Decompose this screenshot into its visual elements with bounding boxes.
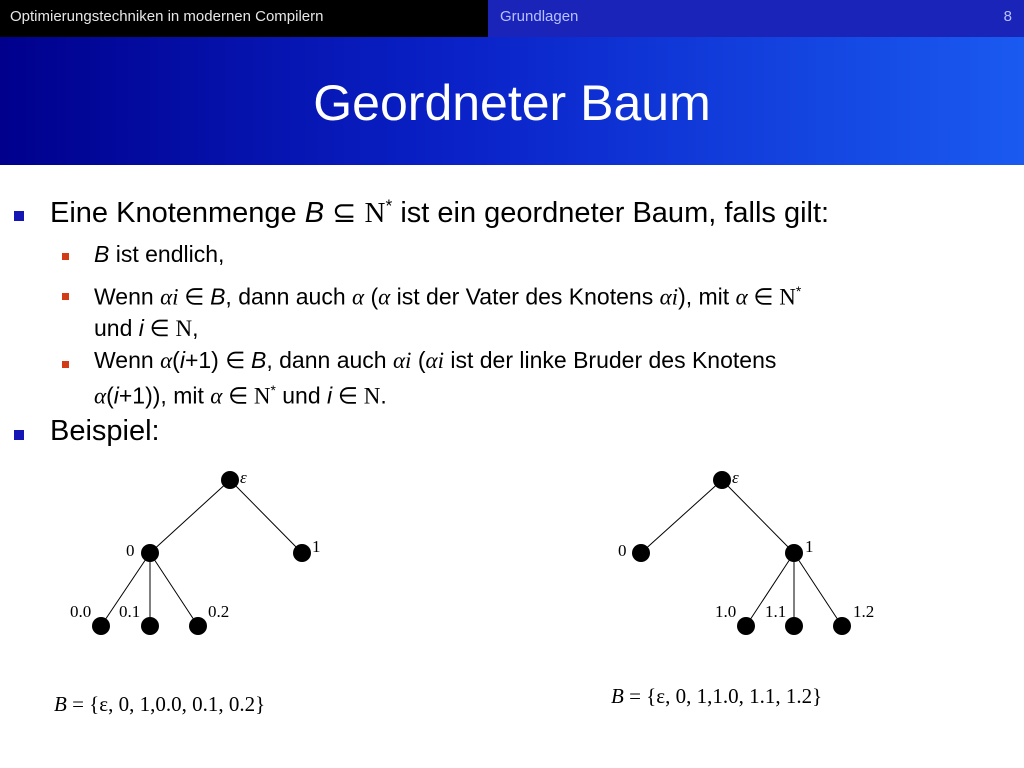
tree2-label-0: 0 — [618, 541, 627, 560]
course-title: Optimierungstechniken in modernen Compil… — [0, 0, 488, 37]
definition-line: Eine Knotenmenge B ⊆ N* ist ein geordnet… — [50, 195, 830, 229]
tree2-node-1-1 — [785, 617, 803, 635]
title-bar: Geordneter Baum — [0, 37, 1024, 165]
tree2-nodes — [632, 471, 851, 635]
tree1-node-0 — [141, 544, 159, 562]
tree2-label-1-2: 1.2 — [853, 602, 874, 621]
tree2-node-1-2 — [833, 617, 851, 635]
tree2-node-1-0 — [737, 617, 755, 635]
tree1-node-0-1 — [141, 617, 159, 635]
section-bar: Grundlagen 8 — [488, 0, 1024, 37]
tree2-labels: ε 0 1 1.0 1.1 1.2 — [618, 468, 874, 621]
tree2-label-1-1: 1.1 — [765, 602, 786, 621]
condition-finite: B ist endlich, — [94, 241, 225, 267]
sub-bullet-marker — [62, 293, 69, 300]
top-bar: Optimierungstechniken in modernen Compil… — [0, 0, 1024, 37]
slide-title: Geordneter Baum — [313, 75, 711, 131]
condition-parent: Wenn αi ∈ B, dann auch α (α ist der Vate… — [94, 283, 802, 341]
bullet-marker — [14, 430, 24, 440]
tree2-node-1 — [785, 544, 803, 562]
sub-bullet-marker — [62, 253, 69, 260]
tree2-node-root — [713, 471, 731, 489]
tree1-edges — [100, 479, 303, 627]
tree2-label-1: 1 — [805, 537, 814, 556]
tree1-label-0-0: 0.0 — [70, 602, 91, 621]
tree1-label-0-1: 0.1 — [119, 602, 140, 621]
tree1-labels: ε 0 1 0.0 0.1 0.2 — [70, 468, 321, 621]
tree2-label-1-0: 1.0 — [715, 602, 736, 621]
tree1-label-1: 1 — [312, 537, 321, 556]
condition-sibling: Wenn α(i+1) ∈ B, dann auch αi (αi ist de… — [94, 347, 777, 409]
tree1-set: B = {ε, 0, 1,0.0, 0.1, 0.2} — [54, 692, 266, 716]
example-heading: Beispiel: — [50, 415, 160, 447]
section-title: Grundlagen — [500, 8, 579, 25]
sub-bullet-marker — [62, 361, 69, 368]
bullet-marker — [14, 211, 24, 221]
tree1-node-root — [221, 471, 239, 489]
tree2-edges — [640, 479, 843, 627]
tree1-node-0-0 — [92, 617, 110, 635]
tree2-label-root: ε — [732, 468, 739, 487]
tree1-label-0: 0 — [126, 541, 135, 560]
tree1-node-1 — [293, 544, 311, 562]
tree1-nodes — [92, 471, 311, 635]
tree1-node-0-2 — [189, 617, 207, 635]
tree1-label-0-2: 0.2 — [208, 602, 229, 621]
tree2-node-0 — [632, 544, 650, 562]
tree1-label-root: ε — [240, 468, 247, 487]
page-number: 8 — [1003, 8, 1012, 25]
tree2-set: B = {ε, 0, 1,1.0, 1.1, 1.2} — [611, 684, 823, 708]
